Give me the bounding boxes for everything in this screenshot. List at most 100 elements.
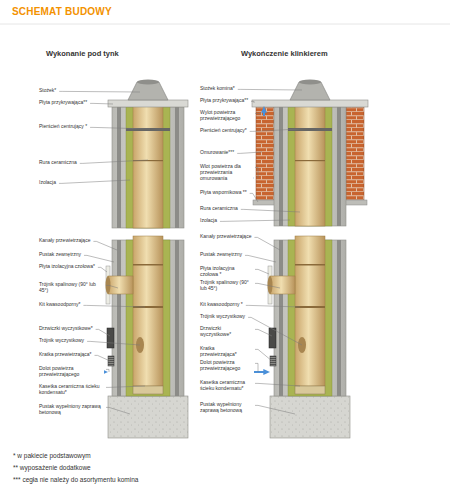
part-label: Trójnik wyczystkowy: [199, 314, 246, 320]
leader-line: [90, 103, 113, 105]
leader-line: [245, 255, 276, 262]
leader-line: [255, 349, 272, 361]
footnote: ** wyposażenie dodatkowe: [12, 464, 92, 471]
ventilation-channel: [279, 107, 283, 226]
part-label: Stożek*: [38, 88, 57, 94]
leader-line: [246, 305, 300, 307]
flue-tee-opening: [268, 276, 273, 294]
leader-line: [255, 329, 272, 336]
chimney-group: [92, 80, 368, 439]
leader-line: [255, 383, 300, 386]
part-label: Drzwiczki wyczystkowe*: [199, 326, 253, 338]
part-label: Trójnik spalinowy (90° lub 45°): [199, 280, 253, 292]
cone-top: [299, 80, 321, 85]
part-label: Kasetka ceramiczna ścieku kondensatu*: [199, 380, 253, 392]
air-arrow-head: [261, 106, 267, 113]
part-label: Dolot powietrza przewietrzającego: [199, 360, 253, 372]
leader-line: [95, 355, 110, 361]
part-label: Wylot powietrza przewietrzającego: [199, 110, 253, 122]
ventilation-grille: [270, 356, 276, 366]
part-label: Kanały przewietrzające: [38, 238, 91, 244]
leader-line: [87, 341, 140, 345]
footnote: *** cegła nie należy do asortymentu komi…: [12, 476, 139, 483]
filled-block: [270, 396, 350, 438]
leader-line: [59, 180, 130, 183]
part-label: Trójnik spalinowy (90° lub 45°): [38, 282, 104, 294]
leader-line: [250, 129, 300, 131]
part-label: Stożek komina*: [199, 86, 236, 92]
chimney-cone: [290, 82, 330, 100]
leader-line: [255, 167, 258, 178]
filled-block: [108, 396, 188, 438]
part-label: Pustak wypełniony zaprawą betonową: [38, 404, 104, 416]
part-label: Trójnik wyczystkowy: [38, 338, 85, 344]
leader-line: [106, 386, 145, 387]
condensate-cassette: [295, 386, 325, 394]
part-label: Płyta izolacyjna czołowa *: [199, 266, 253, 278]
part-label: Omurowanie***: [199, 150, 235, 156]
cleaning-door: [269, 328, 276, 348]
part-label: Pustak wypełniony zaprawą betonową: [199, 402, 253, 414]
chimney-bottom: [254, 236, 350, 438]
leader-line: [255, 283, 280, 288]
part-label: Kit kwasoodporny *: [199, 302, 244, 308]
leader-line: [251, 101, 254, 103]
ventilation-channel: [175, 240, 179, 396]
leader-line: [106, 407, 130, 414]
leader-line: [106, 369, 109, 372]
ventilation-grille: [108, 356, 114, 366]
part-label: Płyta izolacyjna czołowa*: [38, 264, 96, 270]
leader-line: [241, 209, 300, 212]
cover-plate: [252, 100, 368, 107]
condensate-cassette: [133, 386, 163, 394]
cover-plate: [108, 100, 188, 107]
leader-line: [220, 220, 290, 221]
ventilation-channel: [279, 240, 283, 396]
part-label: Kasetka ceramiczna ścieku kondensatu*: [38, 384, 104, 396]
front-insulation-plate: [268, 266, 272, 304]
part-label: Kanały przewietrzające: [199, 234, 252, 240]
part-label: Izolacja: [38, 180, 57, 186]
page-title: SCHEMAT BUDOWY: [12, 6, 112, 17]
brick-cladding: [256, 107, 274, 200]
air-arrow-head: [263, 369, 270, 375]
ventilation-channel: [175, 107, 179, 228]
flue-tee-opening: [106, 276, 111, 294]
part-label: Płyta przykrywająca**: [38, 100, 88, 106]
acid-resistant-seal: [295, 264, 325, 266]
leader-line: [254, 237, 280, 250]
part-label: Płyta wspornikowa **: [199, 190, 248, 196]
column-heading: Wykończenie klinkierem: [240, 50, 329, 59]
chimney-bottom: [92, 236, 188, 438]
part-label: Pustak zewnętrzny: [38, 252, 82, 258]
leader-line: [93, 241, 117, 250]
leader-line: [90, 127, 150, 129]
leader-line: [59, 91, 140, 93]
leader-line: [106, 285, 118, 288]
leader-line: [80, 160, 148, 163]
ceramic-pipe: [133, 96, 163, 228]
chimney-top: [108, 80, 188, 229]
part-label: Płyta przykrywająca**: [199, 98, 249, 104]
part-label: Kratka przewietrzająca*: [38, 352, 93, 358]
footnote: * w pakiecie podstawowym: [12, 452, 92, 459]
flue-tee-branch: [270, 276, 295, 294]
part-label: Pierścień centrujący*: [199, 128, 248, 134]
leader-line: [250, 193, 258, 202]
column-heading: Wykonanie pod tynk: [45, 50, 120, 59]
pipe-joint: [295, 160, 325, 161]
leader-line: [238, 89, 302, 91]
part-label: Rura ceramiczna: [38, 160, 78, 166]
brick-cladding: [346, 107, 364, 200]
leader-line: [83, 305, 145, 307]
ceramic-pipe: [133, 236, 163, 386]
leader-line: [84, 255, 114, 262]
chimney-cone: [128, 82, 168, 100]
part-label: Izolacja: [199, 218, 218, 224]
part-label: Dolot powietrza przewietrzającego: [38, 366, 104, 378]
leader-line: [98, 267, 107, 272]
leader-line: [255, 113, 262, 115]
ventilation-channel: [117, 240, 121, 396]
